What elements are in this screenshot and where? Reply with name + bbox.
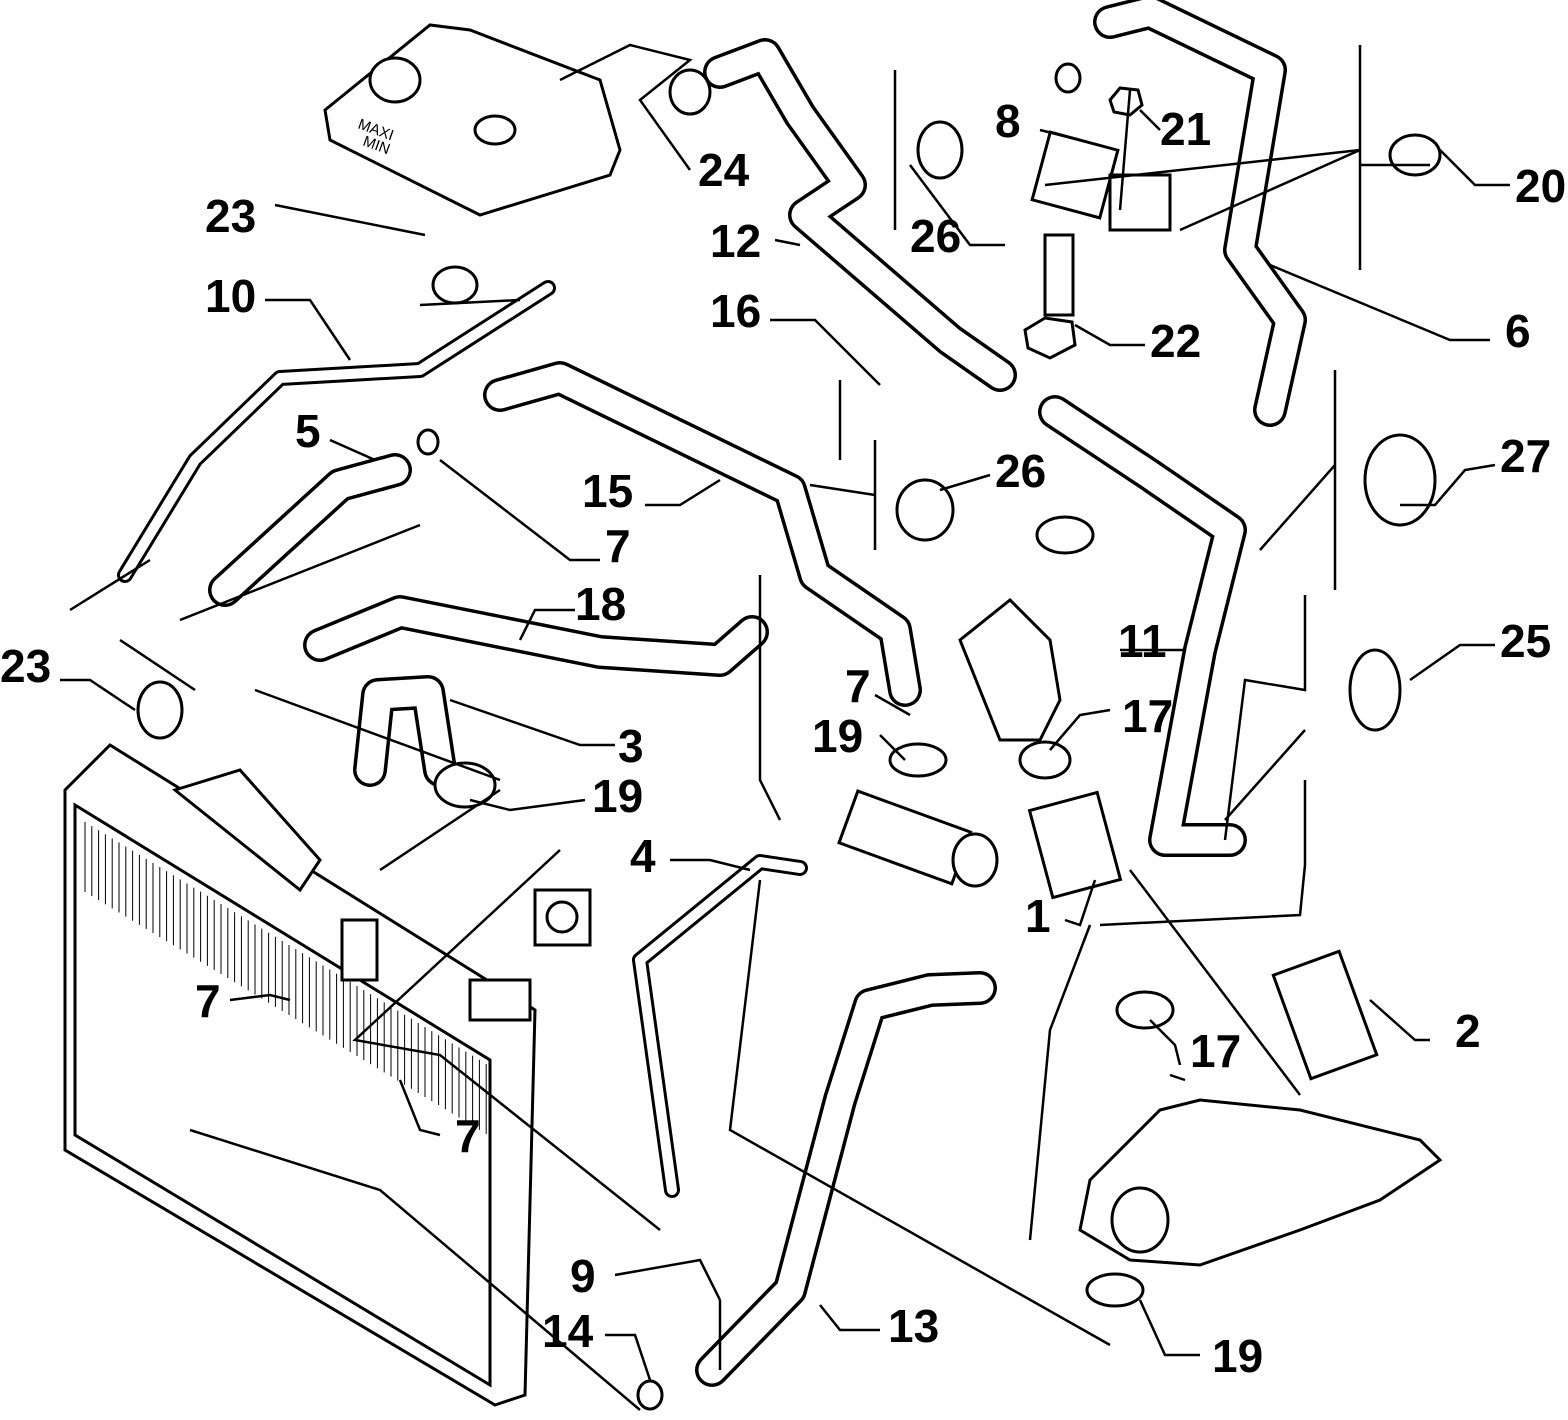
- radiator: [63, 743, 537, 1407]
- bolt-22: [1023, 233, 1077, 360]
- callout-17: 17: [1190, 1025, 1241, 1077]
- hose-3: [353, 675, 457, 787]
- clamp-25: [1348, 648, 1402, 732]
- water-pump-housing: [1078, 1098, 1443, 1267]
- callout-22: 22: [1150, 315, 1201, 367]
- callout-19: 19: [592, 770, 643, 822]
- expansion-tank: MAXI MIN: [323, 23, 622, 217]
- leader-lines: [60, 43, 1510, 1411]
- hose-15: [483, 361, 922, 707]
- bracket-26-top: [916, 120, 964, 180]
- hose-18: [303, 595, 769, 677]
- hose-5: [208, 453, 412, 607]
- callout-15: 15: [582, 465, 633, 517]
- callout-20: 20: [1515, 160, 1566, 212]
- pipe-1: [1027, 790, 1123, 900]
- callout-9: 9: [570, 1250, 596, 1302]
- callout-26: 26: [995, 445, 1046, 497]
- callout-1: 1: [1025, 890, 1051, 942]
- callout-12: 12: [710, 215, 761, 267]
- hose-13: [695, 971, 997, 1387]
- callout-7: 7: [195, 975, 221, 1027]
- callouts: 24 23 10 12 8 21 26 20 16 22 6 5 26 27 1…: [0, 95, 1566, 1382]
- callout-3: 3: [618, 720, 644, 772]
- callout-24: 24: [698, 144, 750, 196]
- callout-25: 25: [1500, 615, 1551, 667]
- hose-10: [117, 280, 556, 583]
- hose-6: [1093, 0, 1307, 427]
- callout-21: 21: [1160, 103, 1211, 155]
- clamp-27: [1363, 433, 1437, 527]
- callout-5: 5: [295, 405, 321, 457]
- callout-8: 8: [995, 95, 1021, 147]
- callout-11: 11: [1118, 615, 1167, 667]
- fitting-7-center: [958, 597, 1062, 742]
- callout-27: 27: [1500, 430, 1551, 482]
- clamp-20: [1388, 133, 1442, 177]
- hose-upper-12: [703, 38, 1017, 392]
- callout-6: 6: [1505, 305, 1531, 357]
- callout-2: 2: [1455, 1005, 1481, 1057]
- clamps: [136, 62, 1175, 1411]
- callout-26: 26: [910, 210, 961, 262]
- thermostat-housing-8: [1030, 130, 1172, 232]
- callout-4: 4: [630, 830, 656, 882]
- hose-4: [632, 854, 808, 1198]
- oil-cooler: [533, 888, 592, 947]
- hose-11: [1038, 395, 1247, 857]
- callout-7: 7: [455, 1110, 481, 1162]
- callout-18: 18: [575, 578, 626, 630]
- thermostat-19: [837, 789, 999, 888]
- callout-10: 10: [205, 270, 256, 322]
- sensor-switch: [340, 918, 379, 982]
- callout-23: 23: [205, 190, 256, 242]
- callout-23: 23: [0, 640, 51, 692]
- hose-end-2: [1271, 949, 1379, 1081]
- callout-17: 17: [1122, 690, 1173, 742]
- callout-7: 7: [605, 520, 631, 572]
- callout-7: 7: [845, 660, 871, 712]
- callout-13: 13: [888, 1300, 939, 1352]
- bracket-26-mid: [895, 478, 955, 542]
- callout-16: 16: [710, 285, 761, 337]
- callout-14: 14: [542, 1305, 594, 1357]
- nut-21: [1108, 86, 1144, 117]
- callout-19: 19: [812, 710, 863, 762]
- callout-19: 19: [1212, 1330, 1263, 1382]
